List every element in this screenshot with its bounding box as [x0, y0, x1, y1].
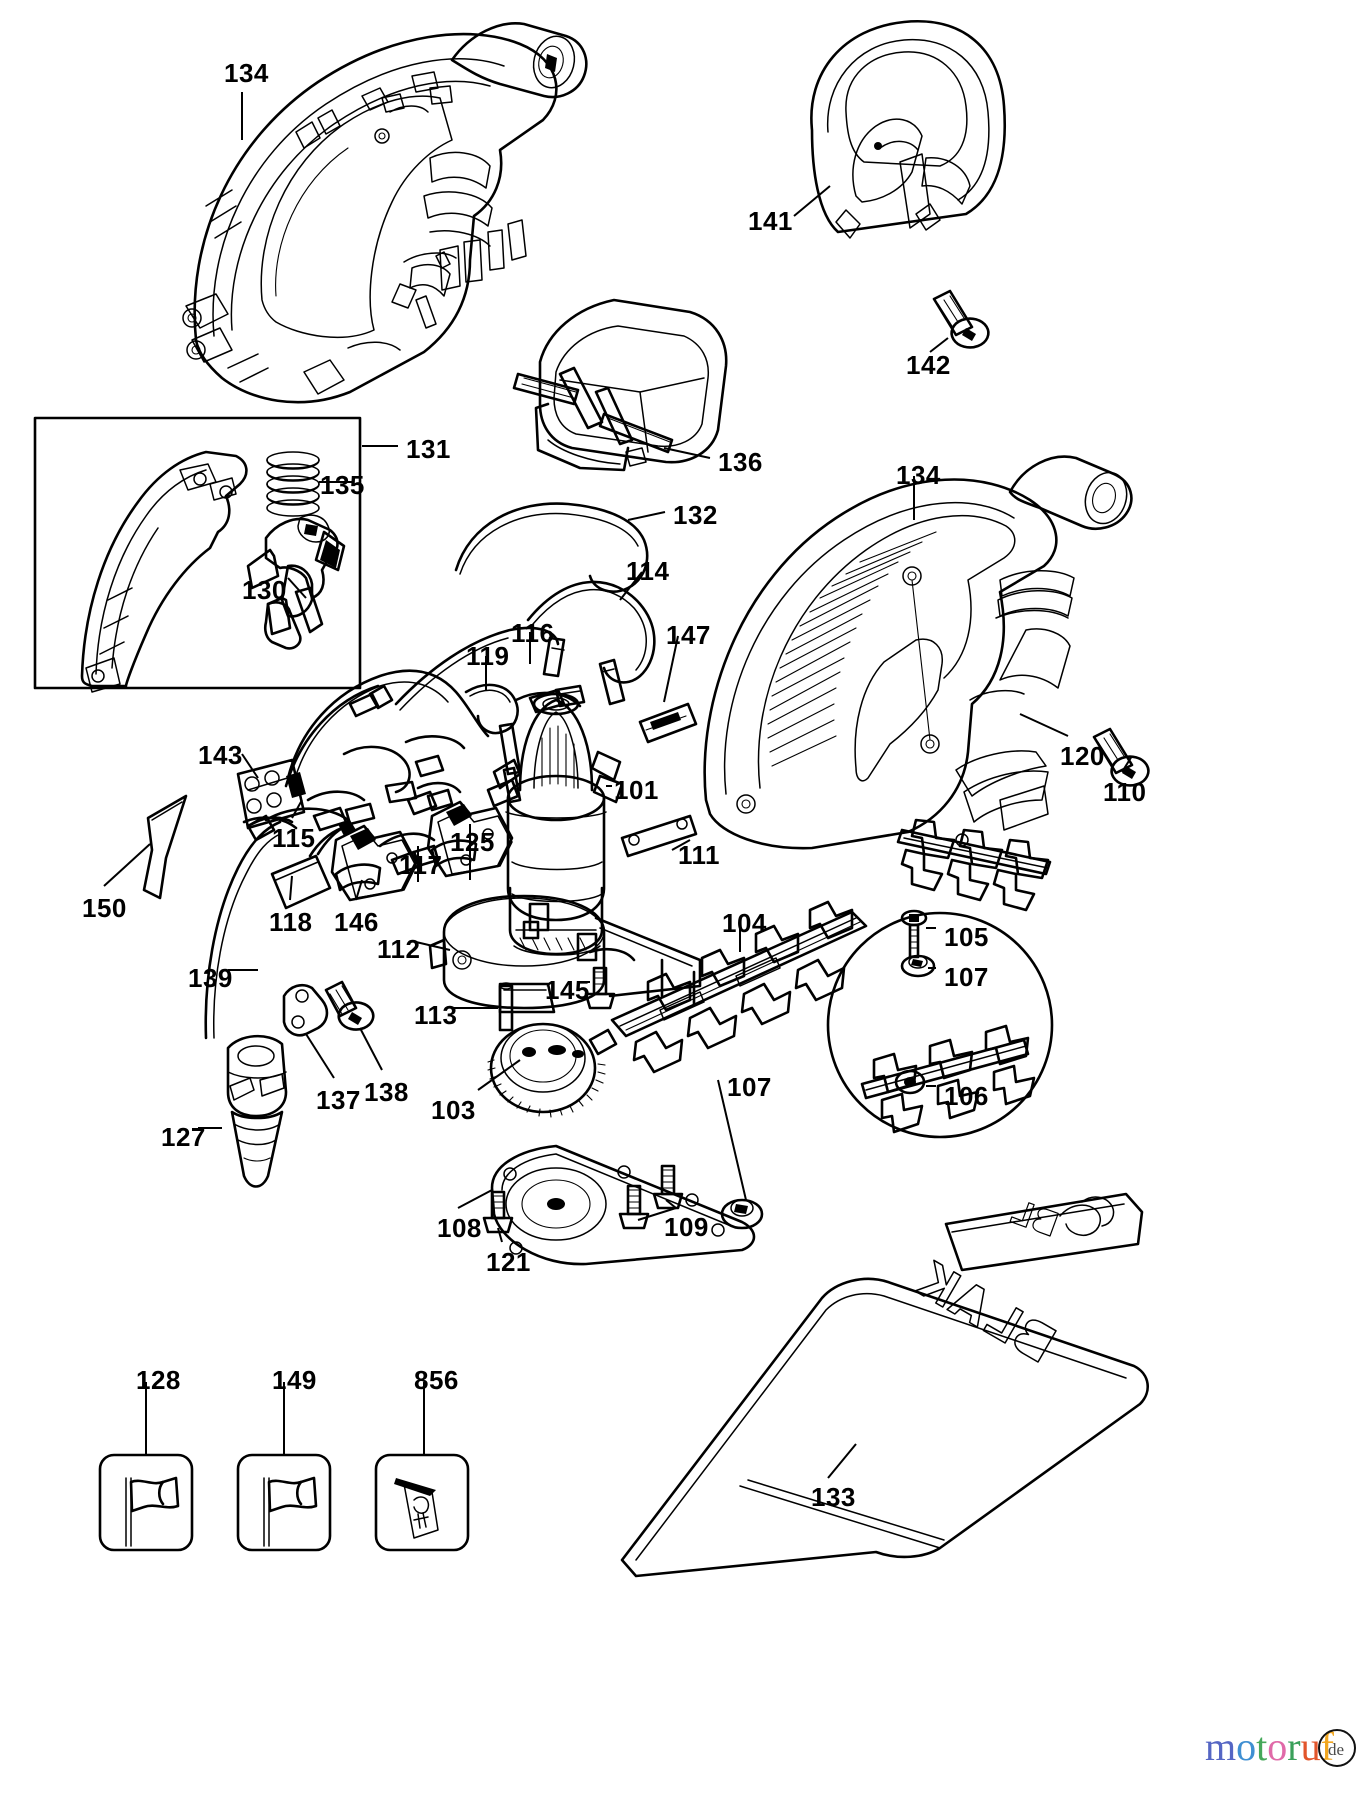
callout-121: 121 — [486, 1247, 531, 1277]
callout-101: 101 — [614, 775, 659, 805]
callout-132: 132 — [673, 500, 718, 530]
part-150-wedge — [142, 794, 188, 900]
callout-137: 137 — [316, 1085, 361, 1115]
watermark-letter: t — [1256, 1724, 1268, 1769]
part-136-switch-housing — [512, 298, 728, 472]
watermark-circle — [1318, 1729, 1356, 1767]
inset-box-131 — [33, 416, 362, 693]
watermark-letter: o — [1236, 1724, 1257, 1769]
watermark-motoruf: motoruf — [1205, 1723, 1334, 1770]
callout-106: 106 — [944, 1081, 989, 1111]
callout-105: 105 — [944, 922, 989, 952]
callout-135: 135 — [320, 470, 365, 500]
callout-114: 114 — [626, 556, 670, 586]
callout-104: 104 — [722, 908, 767, 938]
part-111-link-plate — [620, 814, 698, 858]
callout-134-right: 134 — [896, 460, 941, 490]
watermark-de-text: de — [1328, 1740, 1345, 1759]
callout-116: 116 — [511, 618, 555, 648]
callout-133: 133 — [811, 1482, 856, 1512]
callout-136: 136 — [718, 447, 763, 477]
part-137-link — [282, 983, 329, 1037]
part-108-gear-cover — [490, 1144, 756, 1266]
callout-107-detail: 107 — [944, 962, 989, 992]
icon-box-149 — [236, 1453, 332, 1552]
watermark-letter: u — [1300, 1724, 1321, 1769]
part-133-blade-sheath — [620, 1192, 1149, 1578]
part-143-terminal-block — [204, 758, 306, 1040]
callout-145: 145 — [545, 975, 590, 1005]
callout-149: 149 — [272, 1365, 317, 1395]
leader-lines — [103, 92, 1133, 1479]
callout-139: 139 — [188, 963, 233, 993]
callout-113: 113 — [414, 1000, 458, 1030]
callout-120: 120 — [1060, 741, 1105, 771]
callout-141: 141 — [748, 206, 793, 236]
part-142-screw — [932, 289, 990, 349]
part-138-screw — [324, 980, 375, 1031]
callout-130: 130 — [242, 575, 287, 605]
watermark-letter: m — [1205, 1724, 1237, 1769]
part-110-screw — [1092, 727, 1150, 787]
callout-147: 147 — [666, 620, 711, 650]
callout-107: 107 — [727, 1072, 772, 1102]
callout-119: 119 — [466, 641, 510, 671]
icon-box-856 — [374, 1453, 470, 1552]
detail-circle-blade-fasteners — [826, 909, 1054, 1139]
callout-138: 138 — [364, 1077, 409, 1107]
callout-127: 127 — [161, 1122, 206, 1152]
part-135-spring — [266, 451, 320, 517]
callout-118: 118 — [269, 907, 313, 937]
callout-110: 110 — [1103, 777, 1147, 807]
callout-142: 142 — [906, 350, 951, 380]
callout-143: 143 — [198, 740, 243, 770]
callout-117: 117 — [399, 850, 443, 880]
callout-131: 131 — [406, 434, 451, 464]
part-141-hand-guard — [810, 19, 1006, 239]
callout-115: 115 — [272, 823, 316, 853]
callout-108: 108 — [437, 1213, 482, 1243]
callout-128: 128 — [136, 1365, 181, 1395]
icon-box-128 — [98, 1453, 194, 1552]
callout-856: 856 — [414, 1365, 459, 1395]
part-104-cutter-blade-pair — [610, 900, 868, 1074]
part-145-screw — [584, 966, 616, 1010]
part-130-trigger — [246, 514, 346, 650]
watermark-letter: r — [1287, 1724, 1301, 1769]
part-132-wire-loop — [454, 502, 649, 593]
part-127-handle-knob — [226, 1034, 288, 1188]
part-104-blade-sample — [896, 818, 1052, 912]
part-113-pin — [498, 982, 514, 1032]
part-121-screw — [482, 1190, 514, 1234]
part-103-drive-gear — [487, 1022, 618, 1118]
part-134-left-housing-shell — [182, 22, 588, 404]
callout-109: 109 — [664, 1212, 709, 1242]
callout-125: 125 — [450, 827, 495, 857]
part-118-carbon-brush — [270, 820, 356, 910]
callout-111: 111 — [678, 840, 721, 870]
callout-134-left: 134 — [224, 58, 269, 88]
part-146-switch — [330, 824, 418, 902]
callout-146: 146 — [334, 907, 379, 937]
watermark-letter: o — [1267, 1724, 1288, 1769]
callout-112: 112 — [377, 934, 421, 964]
part-134-right-housing-shell — [703, 455, 1133, 850]
part-101-motor — [486, 692, 624, 956]
part-147-label — [638, 702, 698, 744]
part-107-washer — [720, 1198, 764, 1230]
callout-103: 103 — [431, 1095, 476, 1125]
callout-150: 150 — [82, 893, 127, 923]
part-109-screws — [618, 1164, 684, 1230]
